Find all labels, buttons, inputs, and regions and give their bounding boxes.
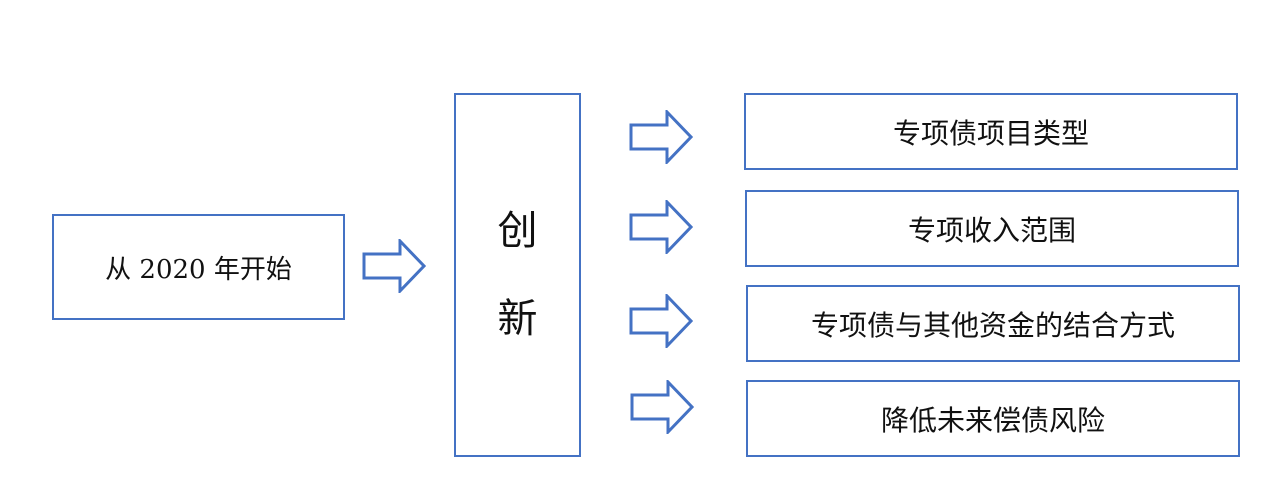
right-arrow-icon [629,200,693,254]
item-label: 降低未来偿债风险 [880,403,1105,437]
right-arrow-icon [629,294,693,348]
start-node: 从 2020 年开始 [52,214,345,320]
right-arrow-icon [630,380,694,434]
item-label: 专项收入范围 [907,213,1076,247]
start-label: 从 2020 年开始 [105,254,292,285]
item-project-types: 专项债项目类型 [744,93,1238,170]
innovation-node: 创 新 [454,93,581,457]
item-label: 专项债项目类型 [892,116,1089,150]
right-arrow-icon [362,239,426,293]
item-debt-risk: 降低未来偿债风险 [746,380,1240,457]
right-arrow-icon [629,110,693,164]
item-funding-combination: 专项债与其他资金的结合方式 [746,285,1240,362]
item-label: 专项债与其他资金的结合方式 [810,308,1175,342]
item-revenue-scope: 专项收入范围 [745,190,1239,267]
innovation-char-2: 新 [497,296,538,342]
innovation-char-1: 创 [497,208,538,254]
